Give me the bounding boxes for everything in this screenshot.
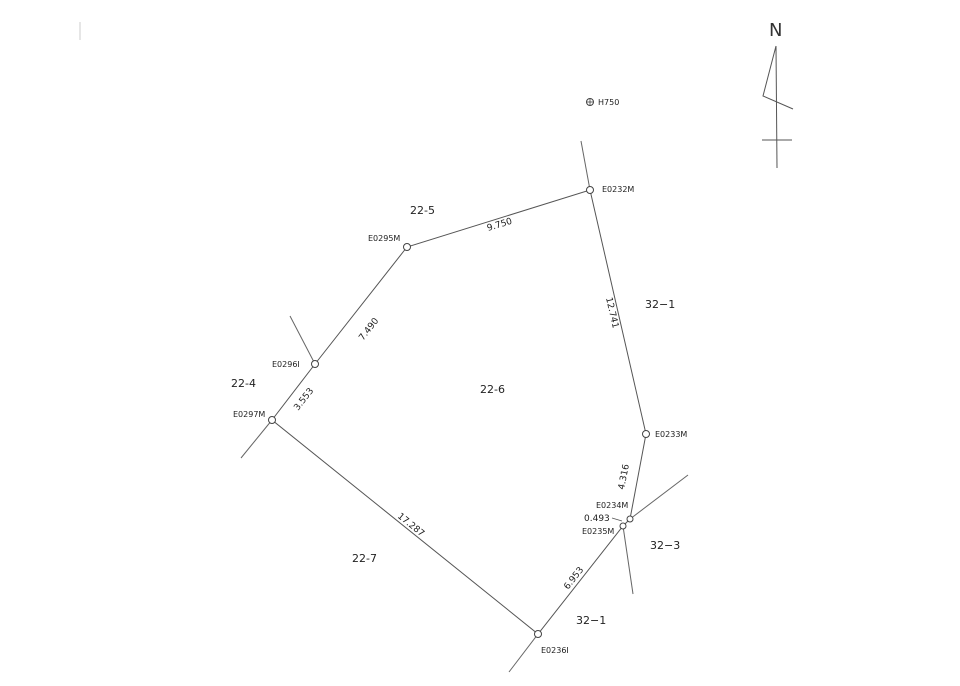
marker-e0234m [626,515,634,523]
dim-e0236i-e0297m: 17.287 [395,512,426,540]
parcel-labels: 22-6 22-5 22-4 22-7 32−1 32−1 32−3 [231,204,680,627]
parcel-22-7: 22-7 [352,552,377,565]
survey-markers [268,186,650,638]
parcel-22-4: 22-4 [231,377,256,390]
adjacent-boundary-lines [240,140,689,673]
marker-e0233m [642,430,650,438]
ext-line-e0232m [580,140,591,191]
dim-e0296i-e0295m: 7.490 [357,316,381,343]
dim-e0233m-e0234m: 4.316 [617,463,632,490]
label-e0234m: E0234M [596,501,628,510]
label-e0296i: E0296I [272,360,300,369]
ext-line-e0297m [240,419,273,459]
label-e0232m: E0232M [602,185,634,194]
benchmark-h750: H750 [586,98,619,107]
north-arrow: N [762,20,794,169]
label-e0236i: E0236I [541,646,569,655]
parcel-32-3: 32−3 [650,539,680,552]
parcel-32-1-south: 32−1 [576,614,606,627]
ext-line-e0296i [289,315,316,365]
label-e0235m: E0235M [582,527,614,536]
dim-e0295m-e0232m: 9.750 [486,217,514,234]
ext-line-32-3-north [629,474,689,520]
marker-e0296i [311,360,319,368]
marker-e0297m [268,416,276,424]
marker-e0232m [586,186,594,194]
dim-leader-e0234m [611,517,623,522]
dim-e0234m-e0235m: 0.493 [584,514,610,524]
north-arrow-shaft [775,45,778,169]
marker-e0236i [534,630,542,638]
parcel-22-5: 22-5 [410,204,435,217]
north-label: N [769,20,782,41]
marker-e0235m [619,522,627,530]
dim-e0232m-e0233m: 12.741 [603,296,620,329]
ext-line-e0236i [508,633,539,673]
benchmark-label: H750 [598,98,619,107]
parcel-32-1-east: 32−1 [645,298,675,311]
label-e0295m: E0295M [368,234,400,243]
parcel-boundary [271,189,647,635]
label-e0297m: E0297M [233,410,265,419]
parcel-22-6: 22-6 [480,383,505,396]
dim-e0297m-e0296i: 3.553 [292,386,316,412]
label-e0233m: E0233M [655,430,687,439]
survey-point-labels: E0232M E0295M E0296I E0297M E0236I E0235… [233,185,687,655]
north-arrow-head [762,45,794,110]
marker-e0295m [403,243,411,251]
ext-line-32-3-south [622,525,634,595]
dimension-labels: 9.750 12.741 4.316 0.493 6.953 17.287 3.… [292,217,631,592]
